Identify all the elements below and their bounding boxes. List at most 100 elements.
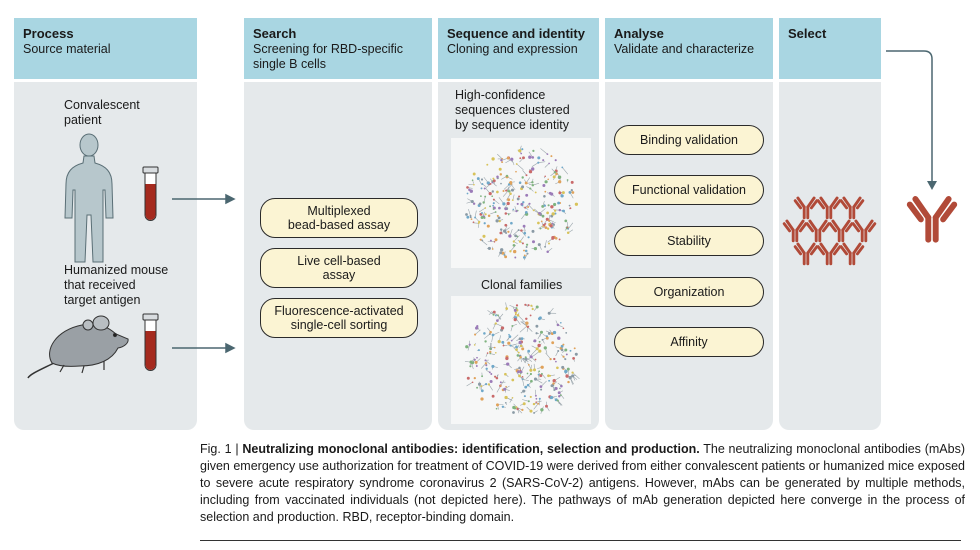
network-node — [522, 256, 526, 259]
network-node — [486, 352, 489, 354]
network-node — [490, 373, 493, 375]
network-edge — [521, 321, 528, 327]
network-node — [510, 221, 513, 225]
network-node — [562, 343, 565, 346]
mouse-icon — [27, 315, 129, 379]
network-node — [556, 399, 559, 402]
network-node — [504, 212, 508, 215]
network-node — [544, 180, 548, 184]
network-node — [531, 156, 535, 159]
network-node — [542, 184, 546, 187]
network-node — [480, 215, 484, 220]
column-subtitle: single B cells — [253, 57, 326, 71]
network-node — [507, 230, 510, 233]
network-node — [514, 234, 517, 238]
antibody-shape — [805, 219, 831, 243]
network-node — [507, 183, 511, 186]
network-node — [504, 401, 507, 404]
network-node — [492, 177, 495, 180]
network-node — [499, 381, 502, 384]
network-node — [531, 229, 535, 233]
network-node — [533, 411, 536, 414]
network-node — [512, 240, 515, 243]
network-node — [476, 177, 480, 181]
network-node — [492, 198, 495, 201]
network-node — [484, 359, 487, 362]
network-node — [480, 385, 483, 388]
network-node — [538, 397, 541, 400]
network-node — [568, 191, 572, 194]
network-node — [518, 240, 522, 243]
network-node — [552, 223, 555, 226]
network-node — [502, 202, 506, 206]
network-node — [505, 174, 509, 178]
network-node — [527, 236, 530, 239]
network-node — [558, 238, 561, 241]
network-node — [524, 211, 528, 214]
network-node — [571, 374, 575, 378]
network-node — [526, 372, 529, 375]
network-node — [545, 217, 549, 221]
network-edge — [545, 352, 551, 360]
network-node — [503, 387, 507, 391]
network-node — [531, 181, 534, 184]
network-node — [570, 189, 573, 192]
network-node — [492, 310, 496, 314]
column-header: Select — [779, 18, 881, 79]
network-node — [539, 385, 543, 388]
network-node — [466, 376, 470, 380]
network-node — [524, 181, 528, 185]
network-node — [528, 170, 533, 174]
network-node — [541, 214, 545, 218]
network-node — [499, 173, 503, 176]
network-node — [473, 344, 476, 346]
network-node — [545, 404, 548, 408]
network-node — [520, 152, 523, 155]
network-node — [502, 189, 505, 193]
network-node — [550, 155, 553, 158]
network-node — [521, 375, 524, 378]
network-node — [549, 395, 554, 400]
network-node — [554, 212, 557, 215]
network-node — [544, 245, 547, 248]
network-node — [540, 372, 543, 375]
clonal-families-network — [464, 302, 580, 414]
network-node — [524, 249, 528, 253]
network-node — [571, 371, 574, 374]
network-node — [494, 375, 497, 378]
network-edge — [544, 240, 547, 247]
network-node — [521, 347, 525, 351]
network-node — [484, 213, 487, 216]
network-node — [484, 382, 488, 386]
network-node — [481, 212, 483, 214]
label-line: that received — [64, 278, 136, 292]
network-node — [544, 226, 548, 229]
network-edge — [522, 379, 525, 387]
network-node — [529, 355, 533, 359]
network-node — [547, 311, 551, 315]
network-node — [511, 324, 514, 328]
network-node — [499, 231, 503, 235]
network-node — [489, 379, 493, 384]
network-node — [478, 202, 482, 206]
network-node — [491, 364, 495, 368]
network-node — [492, 202, 495, 205]
network-edge — [562, 167, 569, 175]
network-edge — [474, 329, 481, 335]
network-node — [523, 249, 525, 252]
network-node — [471, 361, 475, 365]
network-node — [525, 246, 528, 248]
network-node — [468, 188, 471, 192]
network-edge — [541, 373, 546, 379]
network-edge — [481, 363, 487, 369]
network-node — [505, 232, 508, 234]
network-node — [556, 323, 560, 327]
network-node — [529, 372, 532, 376]
network-node — [527, 400, 530, 403]
network-node — [518, 337, 522, 341]
network-node — [510, 339, 513, 342]
network-node — [469, 214, 472, 217]
network-node — [465, 345, 469, 349]
